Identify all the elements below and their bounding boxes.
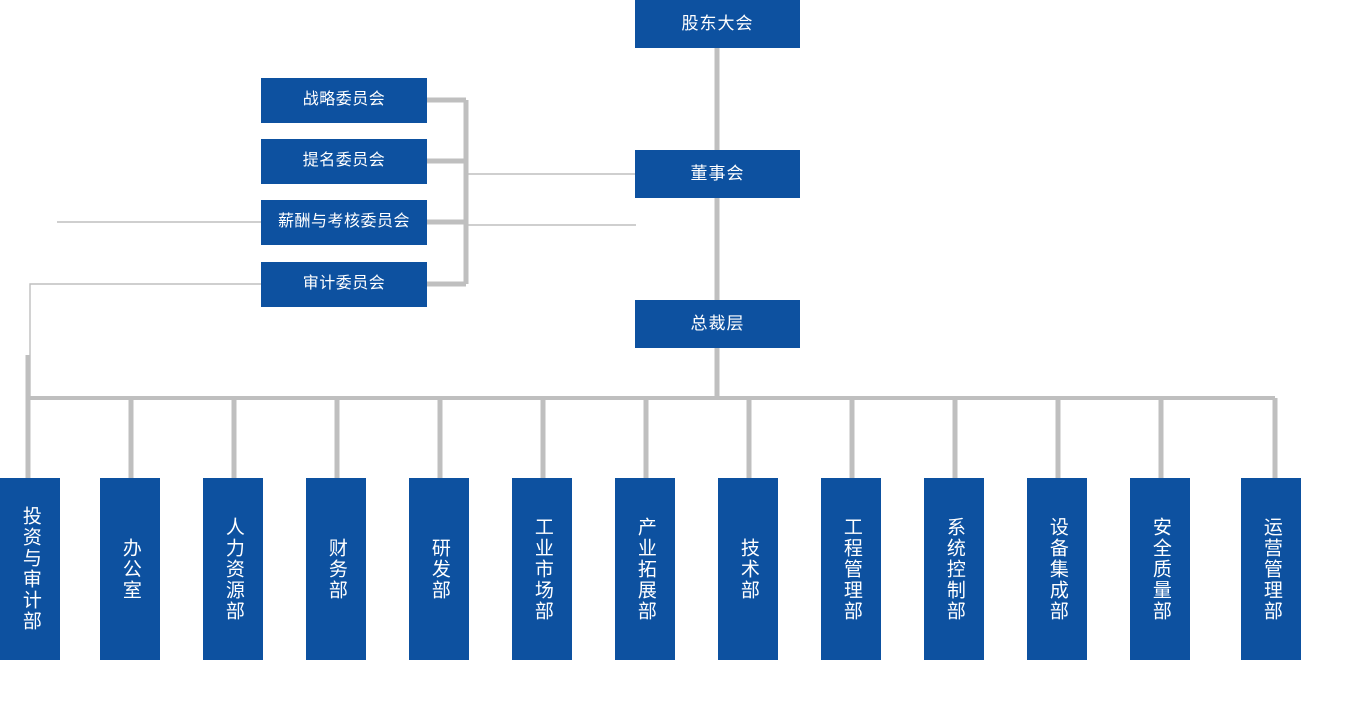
node-department-engineering-management[interactable]: 工程管理部 — [821, 478, 881, 660]
node-department-technology[interactable]: 技术部 — [718, 478, 778, 660]
node-label: 设备集成部 — [1046, 516, 1068, 622]
node-department-research-development[interactable]: 研发部 — [409, 478, 469, 660]
node-committee-compensation[interactable]: 薪酬与考核委员会 — [261, 200, 427, 245]
node-label: 安全质量部 — [1149, 516, 1171, 622]
node-label: 总裁层 — [690, 314, 745, 334]
node-department-industry-expansion[interactable]: 产业拓展部 — [615, 478, 675, 660]
node-department-safety-quality[interactable]: 安全质量部 — [1130, 478, 1190, 660]
node-label: 薪酬与考核委员会 — [277, 213, 410, 231]
connector-audit-to-investment — [29, 283, 261, 398]
node-department-finance[interactable]: 财务部 — [306, 478, 366, 660]
node-department-office[interactable]: 办公室 — [100, 478, 160, 660]
node-department-investment-audit[interactable]: 投资与审计部 — [0, 478, 60, 660]
node-label: 战略委员会 — [302, 91, 386, 109]
node-committee-audit[interactable]: 审计委员会 — [261, 262, 427, 307]
node-committee-nomination[interactable]: 提名委员会 — [261, 139, 427, 184]
node-label: 产业拓展部 — [634, 516, 656, 622]
node-label: 提名委员会 — [302, 152, 386, 170]
node-president-level[interactable]: 总裁层 — [635, 300, 800, 348]
node-label: 运营管理部 — [1260, 516, 1282, 622]
node-label: 工程管理部 — [840, 516, 862, 622]
node-label: 股东大会 — [681, 14, 754, 34]
node-label: 审计委员会 — [302, 275, 386, 293]
node-label: 人力资源部 — [222, 516, 244, 622]
node-label: 系统控制部 — [943, 516, 965, 622]
node-label: 研发部 — [428, 537, 450, 601]
node-department-equipment-integration[interactable]: 设备集成部 — [1027, 478, 1087, 660]
node-label: 财务部 — [325, 537, 347, 601]
node-label: 投资与审计部 — [19, 506, 41, 632]
node-label: 办公室 — [119, 537, 141, 601]
node-department-industrial-market[interactable]: 工业市场部 — [512, 478, 572, 660]
node-department-human-resources[interactable]: 人力资源部 — [203, 478, 263, 660]
node-department-system-control[interactable]: 系统控制部 — [924, 478, 984, 660]
node-label: 技术部 — [737, 537, 759, 601]
node-label: 董事会 — [690, 164, 745, 184]
node-label: 工业市场部 — [531, 516, 553, 622]
node-committee-strategy[interactable]: 战略委员会 — [261, 78, 427, 123]
node-shareholders-meeting[interactable]: 股东大会 — [635, 0, 800, 48]
node-board-of-directors[interactable]: 董事会 — [635, 150, 800, 198]
node-department-operations-management[interactable]: 运营管理部 — [1241, 478, 1301, 660]
